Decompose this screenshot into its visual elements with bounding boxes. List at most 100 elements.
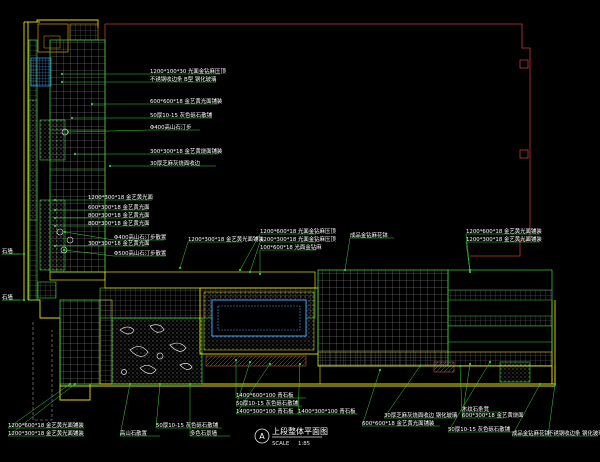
- leader-dot: [63, 230, 67, 234]
- leader-dot: [73, 382, 77, 386]
- water-feature: [199, 287, 319, 367]
- annotation-label: 1200*600*18 金艺黄光面铺装: [466, 227, 542, 235]
- leader-dot: [53, 198, 57, 202]
- leader-line: [239, 233, 261, 271]
- annotation-label: 不锈钢收边条 B型 钢化玻璃: [150, 75, 217, 83]
- annotation-label: 100*600*18 光面金钻麻: [260, 243, 322, 251]
- leader-dot: [188, 382, 192, 386]
- leader-dot: [60, 72, 64, 76]
- leader-dot: [60, 80, 64, 84]
- scale-value: 1:85: [298, 441, 310, 447]
- annotation-label: 不锈钢收边条 钢化玻璃: [548, 429, 600, 437]
- leader-line: [249, 241, 261, 273]
- leader-dot: [22, 298, 26, 302]
- annotation-label: Φ400高山石汀步: [150, 123, 192, 131]
- leader-line: [235, 361, 251, 407]
- leader-dot: [343, 268, 347, 272]
- leader-line: [7, 383, 71, 429]
- annotation-label: 600*300*18 金艺黄光面: [88, 203, 150, 211]
- leader-dot: [234, 358, 238, 362]
- leader-line: [344, 237, 351, 271]
- rock-garden: [111, 317, 203, 385]
- title-mark: A: [259, 432, 265, 441]
- leader-dot: [238, 268, 242, 272]
- leader-line: [361, 369, 381, 427]
- leader-dot: [248, 270, 252, 274]
- leader-line: [459, 365, 463, 413]
- left-strip: [28, 23, 99, 301]
- title-block: A 上段整体平面图 SCALE 1:85: [254, 426, 328, 447]
- annotation-label: 1200*600*18 光面金钻麻压顶: [260, 227, 336, 235]
- annotation-label: 石墙: [2, 247, 13, 255]
- annotation-label: Φ500高山石汀步散置: [114, 249, 167, 257]
- leader-dot: [418, 364, 422, 368]
- leader-dot: [248, 360, 252, 364]
- annotation-label: 800*300*18 金艺黄光面: [88, 211, 150, 219]
- leader-dot: [128, 382, 132, 386]
- leader-dot: [53, 216, 57, 220]
- leader-dot: [73, 152, 77, 156]
- annotation-label: 50厚10-15 灰色砾石散铺: [448, 425, 511, 433]
- leader-dot: [178, 266, 182, 270]
- leader-dot: [68, 382, 72, 386]
- leader-dot: [108, 164, 112, 168]
- leader-lines: [2, 72, 598, 437]
- leader-line: [511, 383, 541, 437]
- leader-line: [179, 241, 189, 269]
- leader-line: [383, 365, 421, 419]
- leader-line: [465, 233, 471, 271]
- annotation-label: 300*300*18 金艺黄烧面铺装: [150, 147, 223, 155]
- leader-line: [235, 363, 271, 415]
- leader-line: [155, 383, 161, 429]
- leader-dot: [538, 382, 542, 386]
- annotation-label: 1200*300*18 金艺黄光面铺装: [188, 235, 264, 243]
- annotation-label: 50厚10-15 灰色砾石散铺: [150, 111, 213, 119]
- annotation-label: 300*300*18 金艺黄光面: [88, 239, 150, 247]
- leader-line: [63, 249, 115, 257]
- annotation-label: 多色石景墙: [190, 429, 218, 437]
- leader-dot: [468, 362, 472, 366]
- leader-dot: [70, 116, 74, 120]
- leader-line: [64, 231, 115, 241]
- leader-dot: [53, 208, 57, 212]
- left-paving: [37, 39, 106, 299]
- leader-dot: [458, 364, 462, 368]
- leader-dot: [553, 382, 557, 386]
- leader-dot: [468, 270, 472, 274]
- leader-dot: [62, 248, 66, 252]
- leader-dot: [158, 382, 162, 386]
- leader-dot: [22, 252, 26, 256]
- drawing-title: 上段整体平面图: [272, 426, 328, 436]
- annotation-label: 高山石散置: [120, 429, 148, 437]
- annotation-label: 1200*300*18 金艺黄光面铺装: [466, 235, 542, 243]
- annotation-label: 1400*300*100 青石板: [236, 407, 294, 415]
- annotation-label: 成品金钻麻花钵: [350, 231, 388, 239]
- annotation-label: 1200*300*18 金艺黄光面铺装: [8, 429, 84, 437]
- leader-dot: [488, 360, 492, 364]
- leader-dot: [53, 224, 57, 228]
- right-terrace: [317, 269, 553, 385]
- annotation-label: 600*300*18 金艺黄烧面: [462, 411, 524, 419]
- annotation-label: 600*600*18 金艺黄光面铺装: [150, 97, 223, 105]
- annotation-label: 1200*300*18 光面金钻麻压顶: [260, 235, 336, 243]
- leader-line: [297, 363, 301, 415]
- leader-dot: [258, 272, 262, 276]
- annotation-label: 50厚10-15 灰色砾石散铺: [236, 399, 299, 407]
- leader-line: [547, 383, 556, 437]
- leader-dot: [90, 102, 94, 106]
- leader-dot: [268, 362, 272, 366]
- annotation-label: 30厚芝麻灰烧面收边: [150, 159, 201, 167]
- leader-dot: [53, 244, 57, 248]
- leader-line: [447, 361, 491, 433]
- leader-line: [7, 383, 76, 437]
- annotation-label: 600*600*18 金艺黄光面铺装: [362, 419, 435, 427]
- leader-dot: [66, 130, 70, 134]
- annotation-label: 1200*600*18 金艺黄光面铺装: [8, 421, 84, 429]
- leader-dot: [298, 362, 302, 366]
- dashed-foundation: [32, 322, 53, 421]
- leader-dot: [378, 368, 382, 372]
- annotation-label: 50厚10-15 灰色砾石散铺: [156, 421, 219, 429]
- leader-line: [465, 241, 471, 273]
- leader-line: [119, 383, 131, 437]
